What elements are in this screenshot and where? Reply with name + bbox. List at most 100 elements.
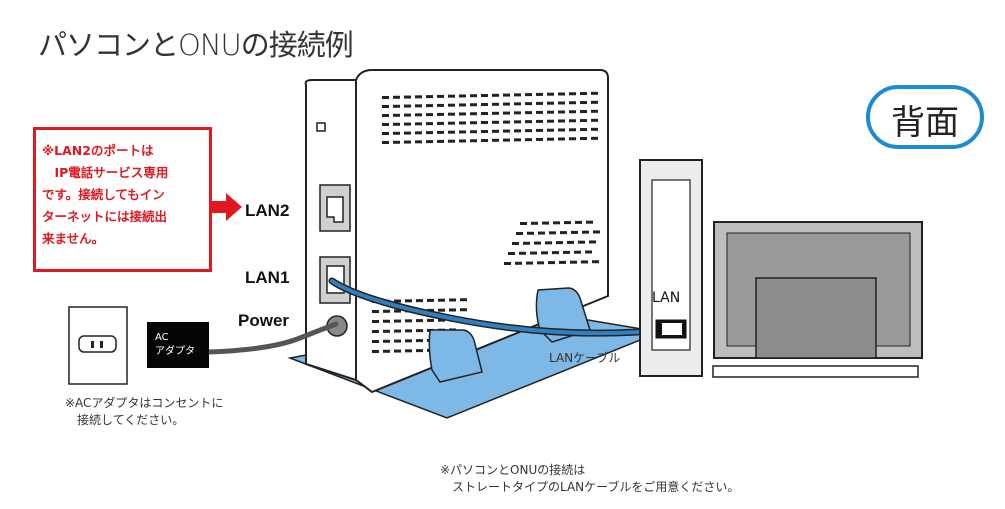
vent-slot: [415, 95, 422, 99]
vent-slot: [525, 111, 532, 115]
vent-slot: [514, 93, 521, 97]
vent-slot: [574, 250, 581, 254]
vent-slot: [470, 112, 477, 116]
vent-slot: [580, 92, 587, 96]
vent-slot: [404, 122, 411, 126]
onu-status-led: [316, 122, 326, 132]
vent-slot: [547, 101, 554, 105]
vent-slot: [569, 119, 576, 123]
vent-slot: [582, 230, 589, 234]
vent-slot: [383, 319, 390, 323]
vent-slot: [538, 231, 545, 235]
note-line: 接続してください。: [65, 413, 185, 427]
vent-slot: [404, 104, 411, 108]
vent-slot: [382, 132, 389, 135]
vent-slot: [542, 221, 549, 225]
vent-slot: [470, 139, 477, 143]
vent-slot: [558, 101, 565, 105]
vent-slot: [449, 298, 456, 302]
vent-slot: [383, 329, 390, 333]
vent-slot: [415, 131, 422, 135]
vent-slot: [536, 128, 543, 132]
vent-slot: [492, 111, 499, 115]
vent-slot: [460, 298, 467, 302]
vent-slot: [545, 241, 552, 245]
vent-slot: [558, 119, 565, 123]
vent-slot: [415, 122, 422, 126]
vent-slot: [416, 299, 423, 303]
vent-slot: [525, 93, 532, 97]
vent-slot: [470, 130, 477, 134]
vent-slot: [415, 140, 422, 144]
warning-line: 来ません。: [42, 231, 105, 246]
vent-slot: [563, 250, 570, 254]
power-port-label: Power: [238, 311, 290, 330]
vent-slot: [512, 242, 519, 245]
vent-slot: [394, 309, 401, 313]
vent-slot: [564, 221, 571, 225]
vent-slot: [416, 329, 423, 333]
vent-slot: [481, 94, 488, 98]
vent-slot: [569, 110, 576, 114]
vent-slot: [580, 137, 587, 141]
vent-slot: [492, 102, 499, 106]
vent-slot: [438, 308, 445, 312]
lan2-warning-box: ※LAN2のポートは IP電話サービス専用 です。接続してもイン ターネットには…: [33, 127, 212, 272]
vent-slot: [459, 112, 466, 116]
lan2-port: [326, 196, 344, 223]
vent-slot: [459, 103, 466, 107]
keyboard: [712, 365, 919, 378]
vent-slot: [448, 121, 455, 125]
vent-slot: [541, 251, 548, 255]
vent-slot: [504, 262, 511, 265]
vent-slot: [437, 130, 444, 134]
vent-slot: [536, 137, 543, 141]
vent-slot: [426, 104, 433, 108]
vent-slot: [525, 129, 532, 133]
vent-slot: [470, 94, 477, 98]
back-view-label: 背面: [891, 103, 959, 143]
vent-slot: [394, 349, 401, 353]
vent-slot: [547, 110, 554, 114]
vent-slot: [394, 319, 401, 323]
vent-slot: [437, 121, 444, 125]
vent-slot: [585, 250, 592, 254]
vent-slot: [580, 128, 587, 132]
vent-slot: [394, 299, 401, 303]
vent-slot: [514, 138, 521, 142]
vent-slot: [426, 122, 433, 126]
note-line: ※パソコンとONUの接続は: [440, 463, 586, 477]
vent-slot: [526, 261, 533, 265]
vent-slot: [586, 220, 593, 224]
vent-slot: [547, 128, 554, 132]
vent-slot: [558, 128, 565, 132]
vent-slot: [593, 230, 600, 234]
vent-slot: [372, 350, 379, 353]
vent-slot: [382, 105, 389, 108]
vent-slot: [404, 140, 411, 144]
vent-slot: [481, 103, 488, 107]
vent-slot: [405, 349, 412, 353]
vent-slot: [503, 102, 510, 106]
vent-slot: [438, 318, 445, 322]
vent-slot: [578, 240, 585, 244]
vent-slot: [527, 231, 534, 235]
vent-slot: [427, 298, 434, 302]
vent-slot: [481, 139, 488, 143]
monitor-stand: [755, 277, 877, 359]
vent-slot: [536, 110, 543, 114]
vent-slot: [404, 113, 411, 117]
warning-line: ※LAN2のポートは: [42, 143, 154, 158]
vent-slot: [567, 240, 574, 244]
vent-slot: [437, 139, 444, 143]
vent-slot: [537, 261, 544, 265]
vent-slot: [393, 140, 400, 144]
lan-cable-label: LANケーブル: [549, 351, 621, 365]
vent-slot: [559, 260, 566, 264]
vent-slot: [515, 261, 522, 265]
vent-slot: [382, 96, 389, 99]
vent-slot: [503, 138, 510, 142]
vent-slot: [416, 349, 423, 353]
vent-slot: [520, 222, 527, 225]
vent-slot: [426, 140, 433, 144]
